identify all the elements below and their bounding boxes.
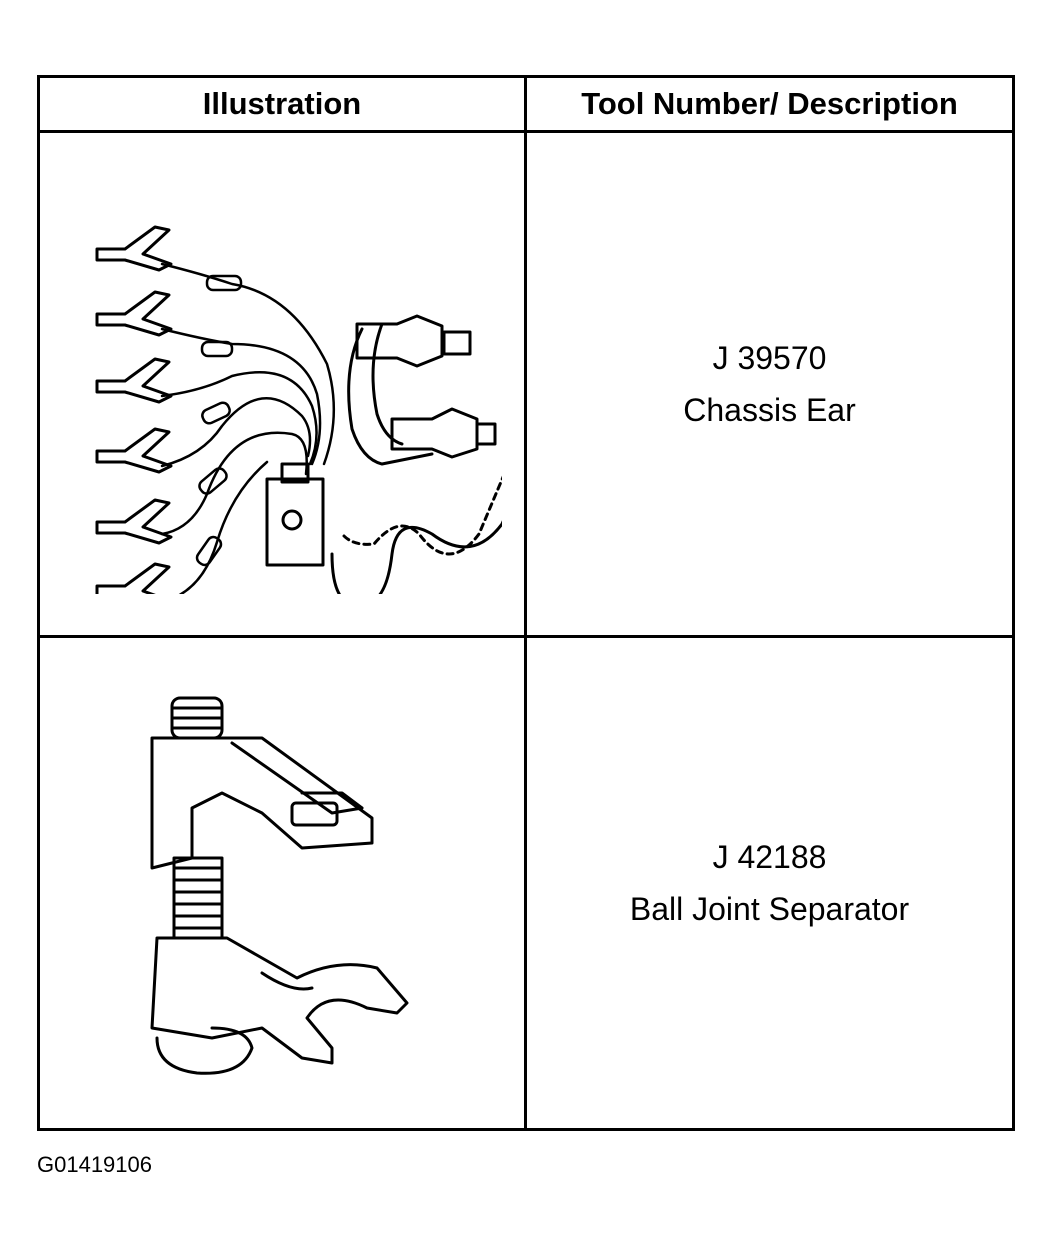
wire-leads bbox=[160, 262, 336, 594]
description-cell: J 39570 Chassis Ear bbox=[524, 130, 1015, 638]
illustration-cell bbox=[37, 130, 527, 638]
tool-number: J 42188 bbox=[712, 839, 827, 875]
lower-fork bbox=[150, 936, 409, 1075]
header-illustration: Illustration bbox=[37, 75, 527, 133]
illustration-cell bbox=[37, 635, 527, 1131]
tool-description: Ball Joint Separator bbox=[629, 891, 910, 927]
tool-number: J 39570 bbox=[712, 340, 827, 376]
table-row: J 42188 Ball Joint Separator bbox=[37, 635, 1015, 1131]
tool-description: Chassis Ear bbox=[683, 392, 856, 428]
upper-arm bbox=[150, 736, 374, 870]
header-row: Illustration Tool Number/ Description bbox=[37, 75, 1015, 133]
figure-id: G01419106 bbox=[37, 1152, 152, 1177]
header-description: Tool Number/ Description bbox=[524, 75, 1015, 133]
ball-joint-separator-icon bbox=[150, 696, 409, 1075]
alligator-clips bbox=[95, 225, 173, 594]
table-row: J 39570 Chassis Ear bbox=[37, 130, 1015, 638]
junction-box bbox=[265, 462, 325, 567]
connector-plugs bbox=[330, 314, 502, 594]
threaded-shaft bbox=[172, 856, 224, 940]
description-cell: J 42188 Ball Joint Separator bbox=[524, 635, 1015, 1131]
tool-table: Illustration Tool Number/ Description bbox=[37, 75, 1015, 1131]
top-bolt bbox=[170, 696, 224, 740]
chassis-ear-tool-icon bbox=[95, 225, 502, 594]
